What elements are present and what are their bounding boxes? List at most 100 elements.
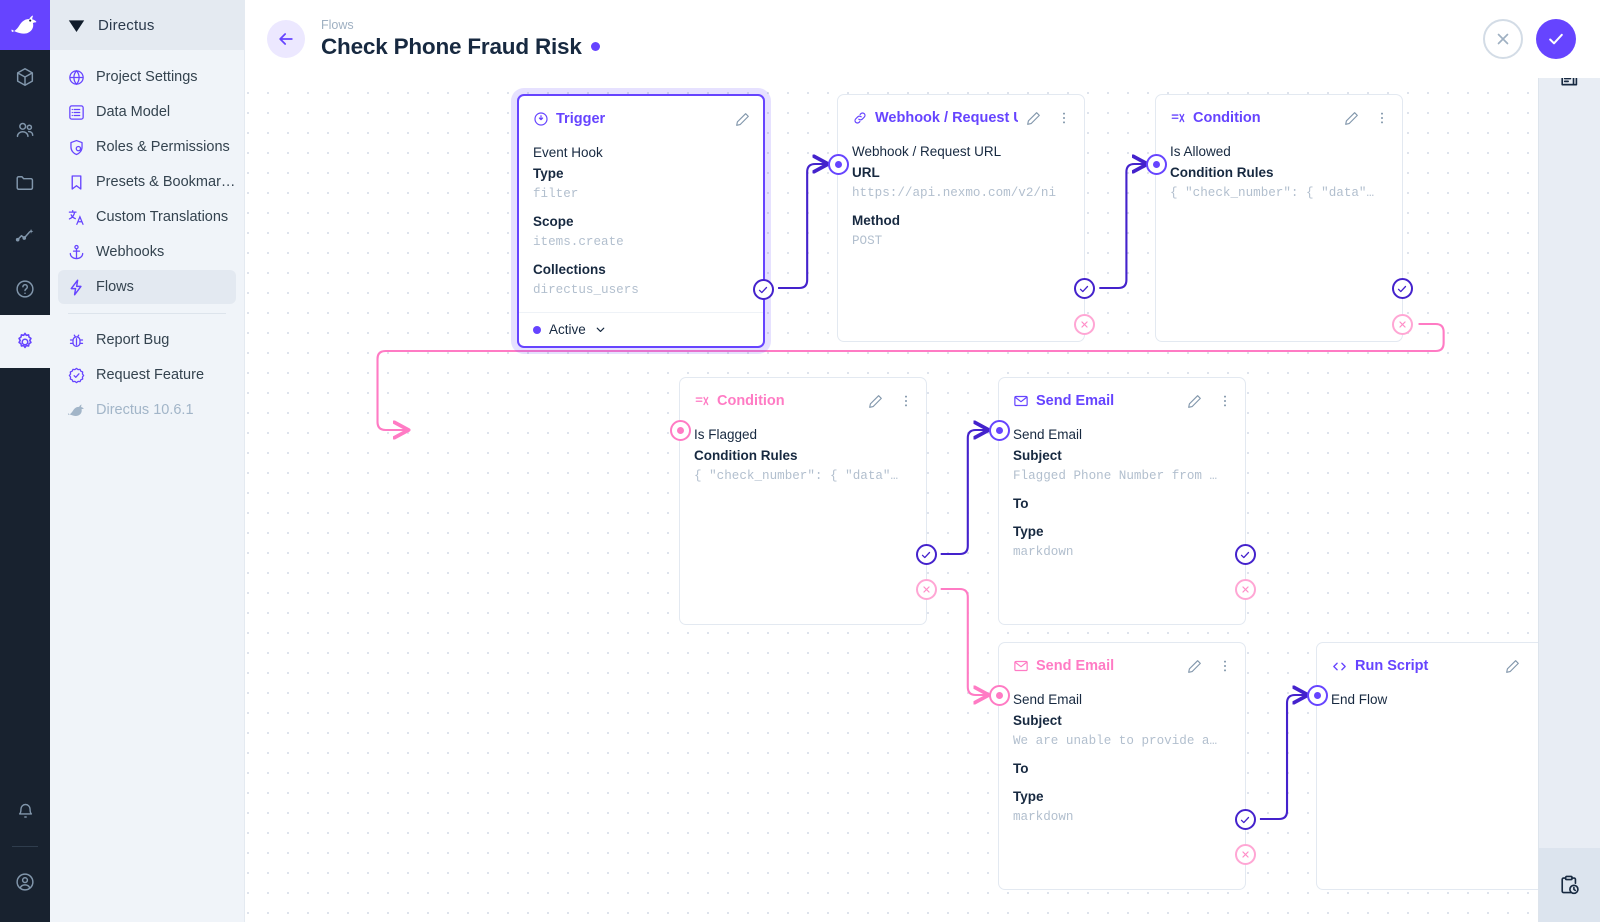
field-value: { "check_number": { "data"… (1170, 186, 1375, 200)
flow-node-send-email-flagged[interactable]: Send Email Send Email Subject Flagged Ph… (988, 377, 1256, 625)
edit-pencil-icon[interactable] (1343, 110, 1360, 127)
flow-node-send-email-unable[interactable]: Send Email Send Email Subject We are una… (988, 642, 1256, 890)
field-label: Is Flagged (694, 427, 758, 442)
node-port-error[interactable] (1391, 314, 1413, 335)
more-options-icon[interactable] (1217, 393, 1233, 409)
sidebar-item-flows[interactable]: Flows (58, 270, 236, 304)
field-value: markdown (1013, 545, 1074, 559)
sidebar-version: Directus 10.6.1 (58, 393, 236, 427)
node-title: Send Email (1036, 393, 1115, 409)
sidebar-item-webhooks[interactable]: Webhooks (58, 235, 236, 269)
rail-item-user-directory[interactable] (0, 103, 50, 156)
back-button[interactable] (267, 20, 305, 58)
clipboard-clock-icon (1558, 874, 1581, 897)
more-options-icon[interactable] (1056, 110, 1072, 126)
field-label: Condition Rules (1170, 165, 1274, 180)
field-label: Event Hook (533, 145, 603, 160)
sidebar-item-data-model[interactable]: Data Model (58, 95, 236, 129)
sidebar-item-label: Roles & Permissions (96, 139, 230, 155)
more-options-icon[interactable] (898, 393, 914, 409)
page-title: Check Phone Fraud Risk (321, 34, 582, 59)
flow-node-trigger[interactable]: Trigger Event Hook Type filter Scope ite… (517, 94, 774, 348)
sidebar-item-roles-permissions[interactable]: Roles & Permissions (58, 130, 236, 164)
anchor-icon (66, 242, 86, 262)
node-port-success[interactable] (915, 544, 937, 565)
edit-pencil-icon[interactable] (1186, 658, 1203, 675)
field-value: items.create (533, 235, 624, 249)
edit-pencil-icon[interactable] (1025, 110, 1042, 127)
flow-node-run-script[interactable]: Run Script End Flow (1306, 642, 1538, 890)
node-port-error[interactable] (915, 579, 937, 600)
flow-node-condition-is-flagged[interactable]: Condition Is Flagged Condition Rules { "… (669, 377, 937, 625)
node-body: Webhook / Request URL URL https://api.ne… (838, 133, 1084, 341)
sidebar-item-custom-translations[interactable]: Custom Translations (58, 200, 236, 234)
cancel-button[interactable] (1483, 19, 1523, 59)
edit-pencil-icon[interactable] (1186, 393, 1203, 410)
rail-bottom (0, 785, 50, 922)
trigger-bolt-circle-icon (533, 111, 549, 127)
flow-canvas[interactable]: Trigger Event Hook Type filter Scope ite… (245, 78, 1538, 922)
sidebar-item-report-bug[interactable]: Report Bug (58, 323, 236, 357)
field-label: Type (1013, 789, 1044, 804)
sidebar-item-request-feature[interactable]: Request Feature (58, 358, 236, 392)
node-header: Webhook / Request U (838, 95, 1084, 133)
field-label: Subject (1013, 713, 1062, 728)
edit-pencil-icon[interactable] (867, 393, 884, 410)
flow-node-webhook-request-url[interactable]: Webhook / Request U Webhook / Request UR… (827, 94, 1095, 342)
node-port-error[interactable] (1234, 844, 1256, 865)
node-body: Event Hook Type filter Scope items.creat… (519, 134, 763, 312)
node-port-error[interactable] (1073, 314, 1095, 335)
rail-items (0, 50, 50, 368)
rail-item-settings[interactable] (0, 315, 50, 368)
bell-icon[interactable] (0, 785, 50, 838)
sidebar-item-project-settings[interactable]: Project Settings (58, 60, 236, 94)
node-port-input[interactable] (988, 685, 1010, 706)
activity-log-button[interactable] (1538, 848, 1600, 922)
rail-item-content[interactable] (0, 50, 50, 103)
directus-rabbit-small-icon (66, 400, 86, 420)
bookmark-icon (66, 172, 86, 192)
rail-item-file-library[interactable] (0, 156, 50, 209)
node-body: Send Email Subject Flagged Phone Number … (999, 416, 1245, 624)
sidebar-item-presets-bookmarks[interactable]: Presets & Bookmar… (58, 165, 236, 199)
field-label: Subject (1013, 448, 1062, 463)
more-options-icon[interactable] (1374, 110, 1390, 126)
node-port-input[interactable] (669, 420, 691, 441)
rail-item-insights[interactable] (0, 209, 50, 262)
node-port-input[interactable] (827, 154, 849, 175)
node-port-error[interactable] (1234, 579, 1256, 600)
field-value: directus_users (533, 283, 639, 297)
flow-node-condition-is-allowed[interactable]: Condition Is Allowed Condition Rules { "… (1145, 94, 1413, 342)
node-port-input[interactable] (1306, 685, 1328, 706)
node-port-success[interactable] (1234, 809, 1256, 830)
directus-rabbit-logo-icon[interactable] (0, 0, 50, 50)
edit-pencil-icon[interactable] (734, 111, 751, 128)
field-value: { "check_number": { "data"… (694, 469, 899, 483)
status-label: Active (549, 322, 586, 337)
more-options-icon[interactable] (1217, 658, 1233, 674)
node-port-success[interactable] (1073, 278, 1095, 299)
node-port-success[interactable] (752, 279, 774, 300)
breadcrumb[interactable]: Flows (321, 18, 354, 32)
code-brackets-icon (1331, 658, 1348, 675)
save-button[interactable] (1536, 19, 1576, 59)
field-label: To (1013, 496, 1029, 511)
node-header: Send Email (999, 643, 1245, 681)
rail-item-help[interactable] (0, 262, 50, 315)
arrow-left-icon (276, 29, 296, 49)
directus-logo-icon (66, 15, 87, 36)
bug-icon (66, 330, 86, 350)
field-label: Method (852, 213, 900, 228)
user-circle-icon[interactable] (0, 855, 50, 908)
trigger-status-selector[interactable]: Active (519, 312, 763, 346)
node-port-input[interactable] (988, 420, 1010, 441)
node-body: Is Allowed Condition Rules { "check_numb… (1156, 133, 1402, 341)
field-value: markdown (1013, 810, 1074, 824)
node-port-input[interactable] (1145, 154, 1167, 175)
field-label: Scope (533, 214, 574, 229)
node-port-success[interactable] (1234, 544, 1256, 565)
node-port-success[interactable] (1391, 278, 1413, 299)
rail-divider (12, 846, 38, 847)
node-title: Trigger (556, 111, 606, 127)
edit-pencil-icon[interactable] (1504, 658, 1521, 675)
